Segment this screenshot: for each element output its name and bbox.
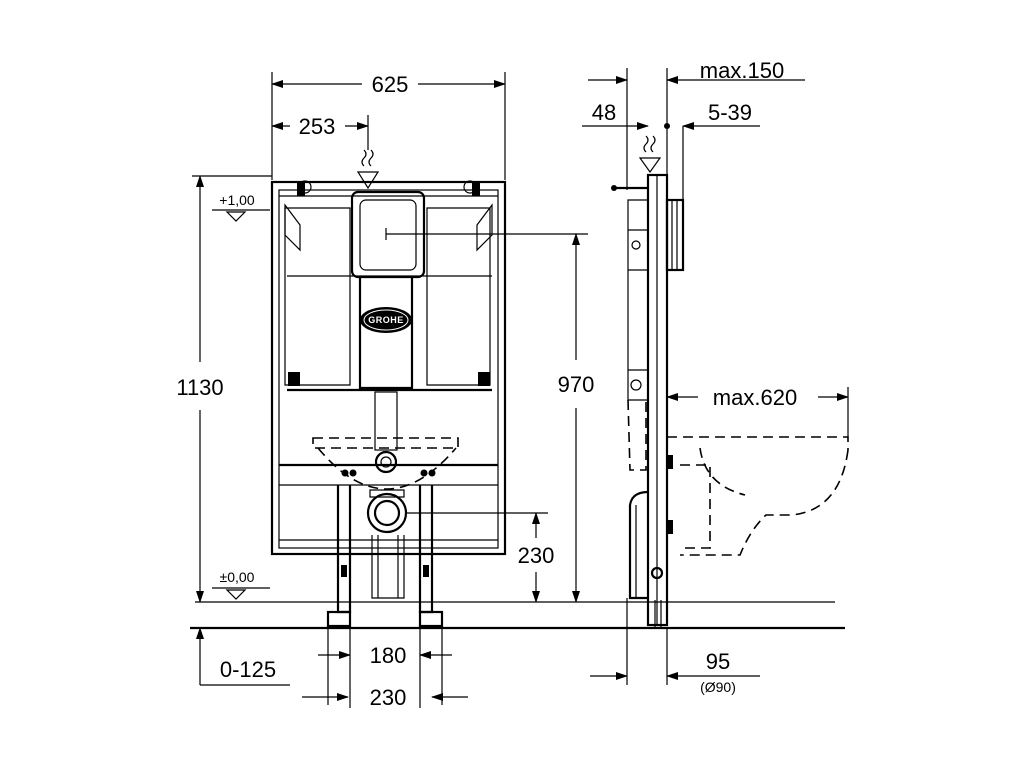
svg-text:±0,00: ±0,00 [220,569,255,585]
dim-button-projection: 5-39 [708,100,752,125]
dim-foot-spacing-inner: 180 [370,643,407,668]
wall-hung-toilet-outline [667,436,849,556]
dim-pipe-diameter: (Ø90) [700,679,736,695]
dim-foot-offset: 0-125 [220,657,276,682]
dim-drain-height: 230 [518,543,555,568]
dim-pipe-size: 95 [706,649,730,674]
water-supply-icon-side [638,135,662,174]
dim-wall-offset: 48 [592,100,616,125]
water-supply-icon [356,149,380,190]
dim-max-depth: max.150 [700,58,784,83]
dim-button-height: 970 [558,372,595,397]
level-marker-top: +1,00 [212,192,270,222]
frame-front-view: GROHE [270,180,507,628]
svg-text:GROHE: GROHE [368,315,404,325]
dim-foot-spacing-outer: 230 [370,685,407,710]
level-marker-zero: ±0,00 [212,569,270,600]
svg-text:+1,00: +1,00 [219,192,255,208]
dim-total-width: 625 [372,72,409,97]
dim-flush-offset: 253 [299,114,336,139]
frame-side-view [611,173,685,628]
dim-total-height: 1130 [176,375,223,400]
dim-max-bowl-length: max.620 [713,385,797,410]
grohe-logo: GROHE [360,307,412,333]
